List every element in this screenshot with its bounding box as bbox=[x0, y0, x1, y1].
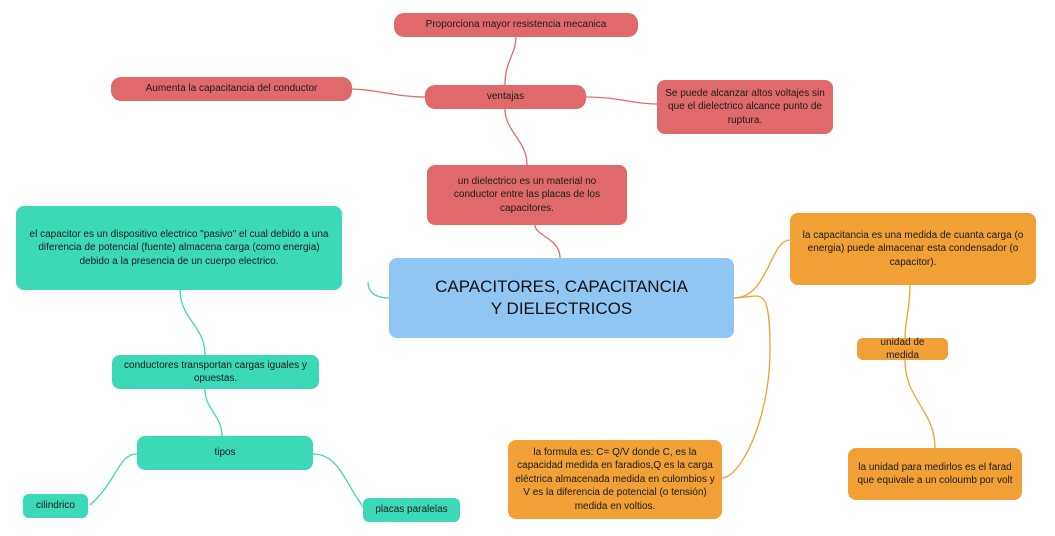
conductors-text: conductores transportan cargas iguales y… bbox=[124, 359, 307, 385]
unit-label-text: unidad de medida bbox=[880, 336, 925, 362]
ventaja-voltajes-text: Se puede alcanzar altos voltajes sin que… bbox=[665, 87, 825, 126]
link-ventajas-resistencia bbox=[504, 35, 517, 86]
link-ventajas-capacitancia bbox=[350, 88, 426, 98]
link-capacitancia-unidad bbox=[904, 284, 911, 339]
capacitance-definition-node[interactable]: la capacitancia es una medida de cuanta … bbox=[790, 213, 1036, 285]
central-topic-node[interactable]: CAPACITORES, CAPACITANCIA Y DIELECTRICOS bbox=[389, 258, 734, 338]
formula-text: la formula es: C= Q/V donde C, es la cap… bbox=[515, 446, 715, 512]
ventaja-voltajes-node[interactable]: Se puede alcanzar altos voltajes sin que… bbox=[657, 80, 833, 134]
link-tipos-placas bbox=[312, 453, 366, 510]
link-ventajas-voltajes bbox=[585, 96, 658, 105]
tipo-placas-node[interactable]: placas paralelas bbox=[363, 498, 460, 522]
link-conductores-tipos bbox=[204, 388, 223, 437]
central-topic-title: CAPACITORES, CAPACITANCIA Y DIELECTRICOS bbox=[435, 276, 688, 318]
ventaja-capacitancia-text: Aumenta la capacitancia del conductor bbox=[145, 83, 318, 95]
ventajas-label: ventajas bbox=[486, 91, 525, 103]
dielectric-definition-text: un dielectrico es un material no conduct… bbox=[453, 175, 601, 214]
tipos-label: tipos bbox=[214, 447, 236, 459]
unit-value-text: la unidad para medirlos es el farad que … bbox=[857, 461, 1013, 487]
dielectric-definition-node[interactable]: un dielectrico es un material no conduct… bbox=[427, 165, 627, 225]
unit-value-node[interactable]: la unidad para medirlos es el farad que … bbox=[848, 448, 1022, 500]
ventaja-resistencia-text: Proporciona mayor resistencia mecanica bbox=[425, 19, 607, 31]
link-unidad-valor bbox=[904, 359, 936, 449]
link-definicion-ventajas bbox=[504, 108, 528, 166]
ventaja-capacitancia-node[interactable]: Aumenta la capacitancia del conductor bbox=[111, 77, 352, 101]
tipo-cilindrico-text: cilindrico bbox=[36, 500, 75, 512]
conductors-node[interactable]: conductores transportan cargas iguales y… bbox=[112, 355, 319, 389]
link-tipos-cilindrico bbox=[89, 453, 138, 506]
link-central-formula bbox=[721, 295, 771, 479]
capacitor-definition-node[interactable]: el capacitor es un dispositivo electrico… bbox=[16, 206, 342, 290]
link-central-capacitor bbox=[367, 281, 391, 299]
tipos-node[interactable]: tipos bbox=[137, 436, 313, 470]
unit-label-node[interactable]: unidad de medida bbox=[857, 336, 948, 362]
link-central-capacitancia bbox=[733, 239, 791, 299]
ventaja-resistencia-node[interactable]: Proporciona mayor resistencia mecanica bbox=[394, 13, 638, 37]
tipo-cilindrico-node[interactable]: cilindrico bbox=[23, 494, 88, 518]
link-capacitor-conductores bbox=[179, 288, 206, 356]
capacitor-definition-text: el capacitor es un dispositivo electrico… bbox=[29, 228, 329, 267]
link-central-definicion bbox=[534, 224, 561, 259]
ventajas-node[interactable]: ventajas bbox=[425, 85, 586, 109]
tipo-placas-text: placas paralelas bbox=[375, 504, 448, 516]
capacitance-definition-text: la capacitancia es una medida de cuanta … bbox=[802, 229, 1024, 268]
formula-node[interactable]: la formula es: C= Q/V donde C, es la cap… bbox=[508, 440, 722, 519]
